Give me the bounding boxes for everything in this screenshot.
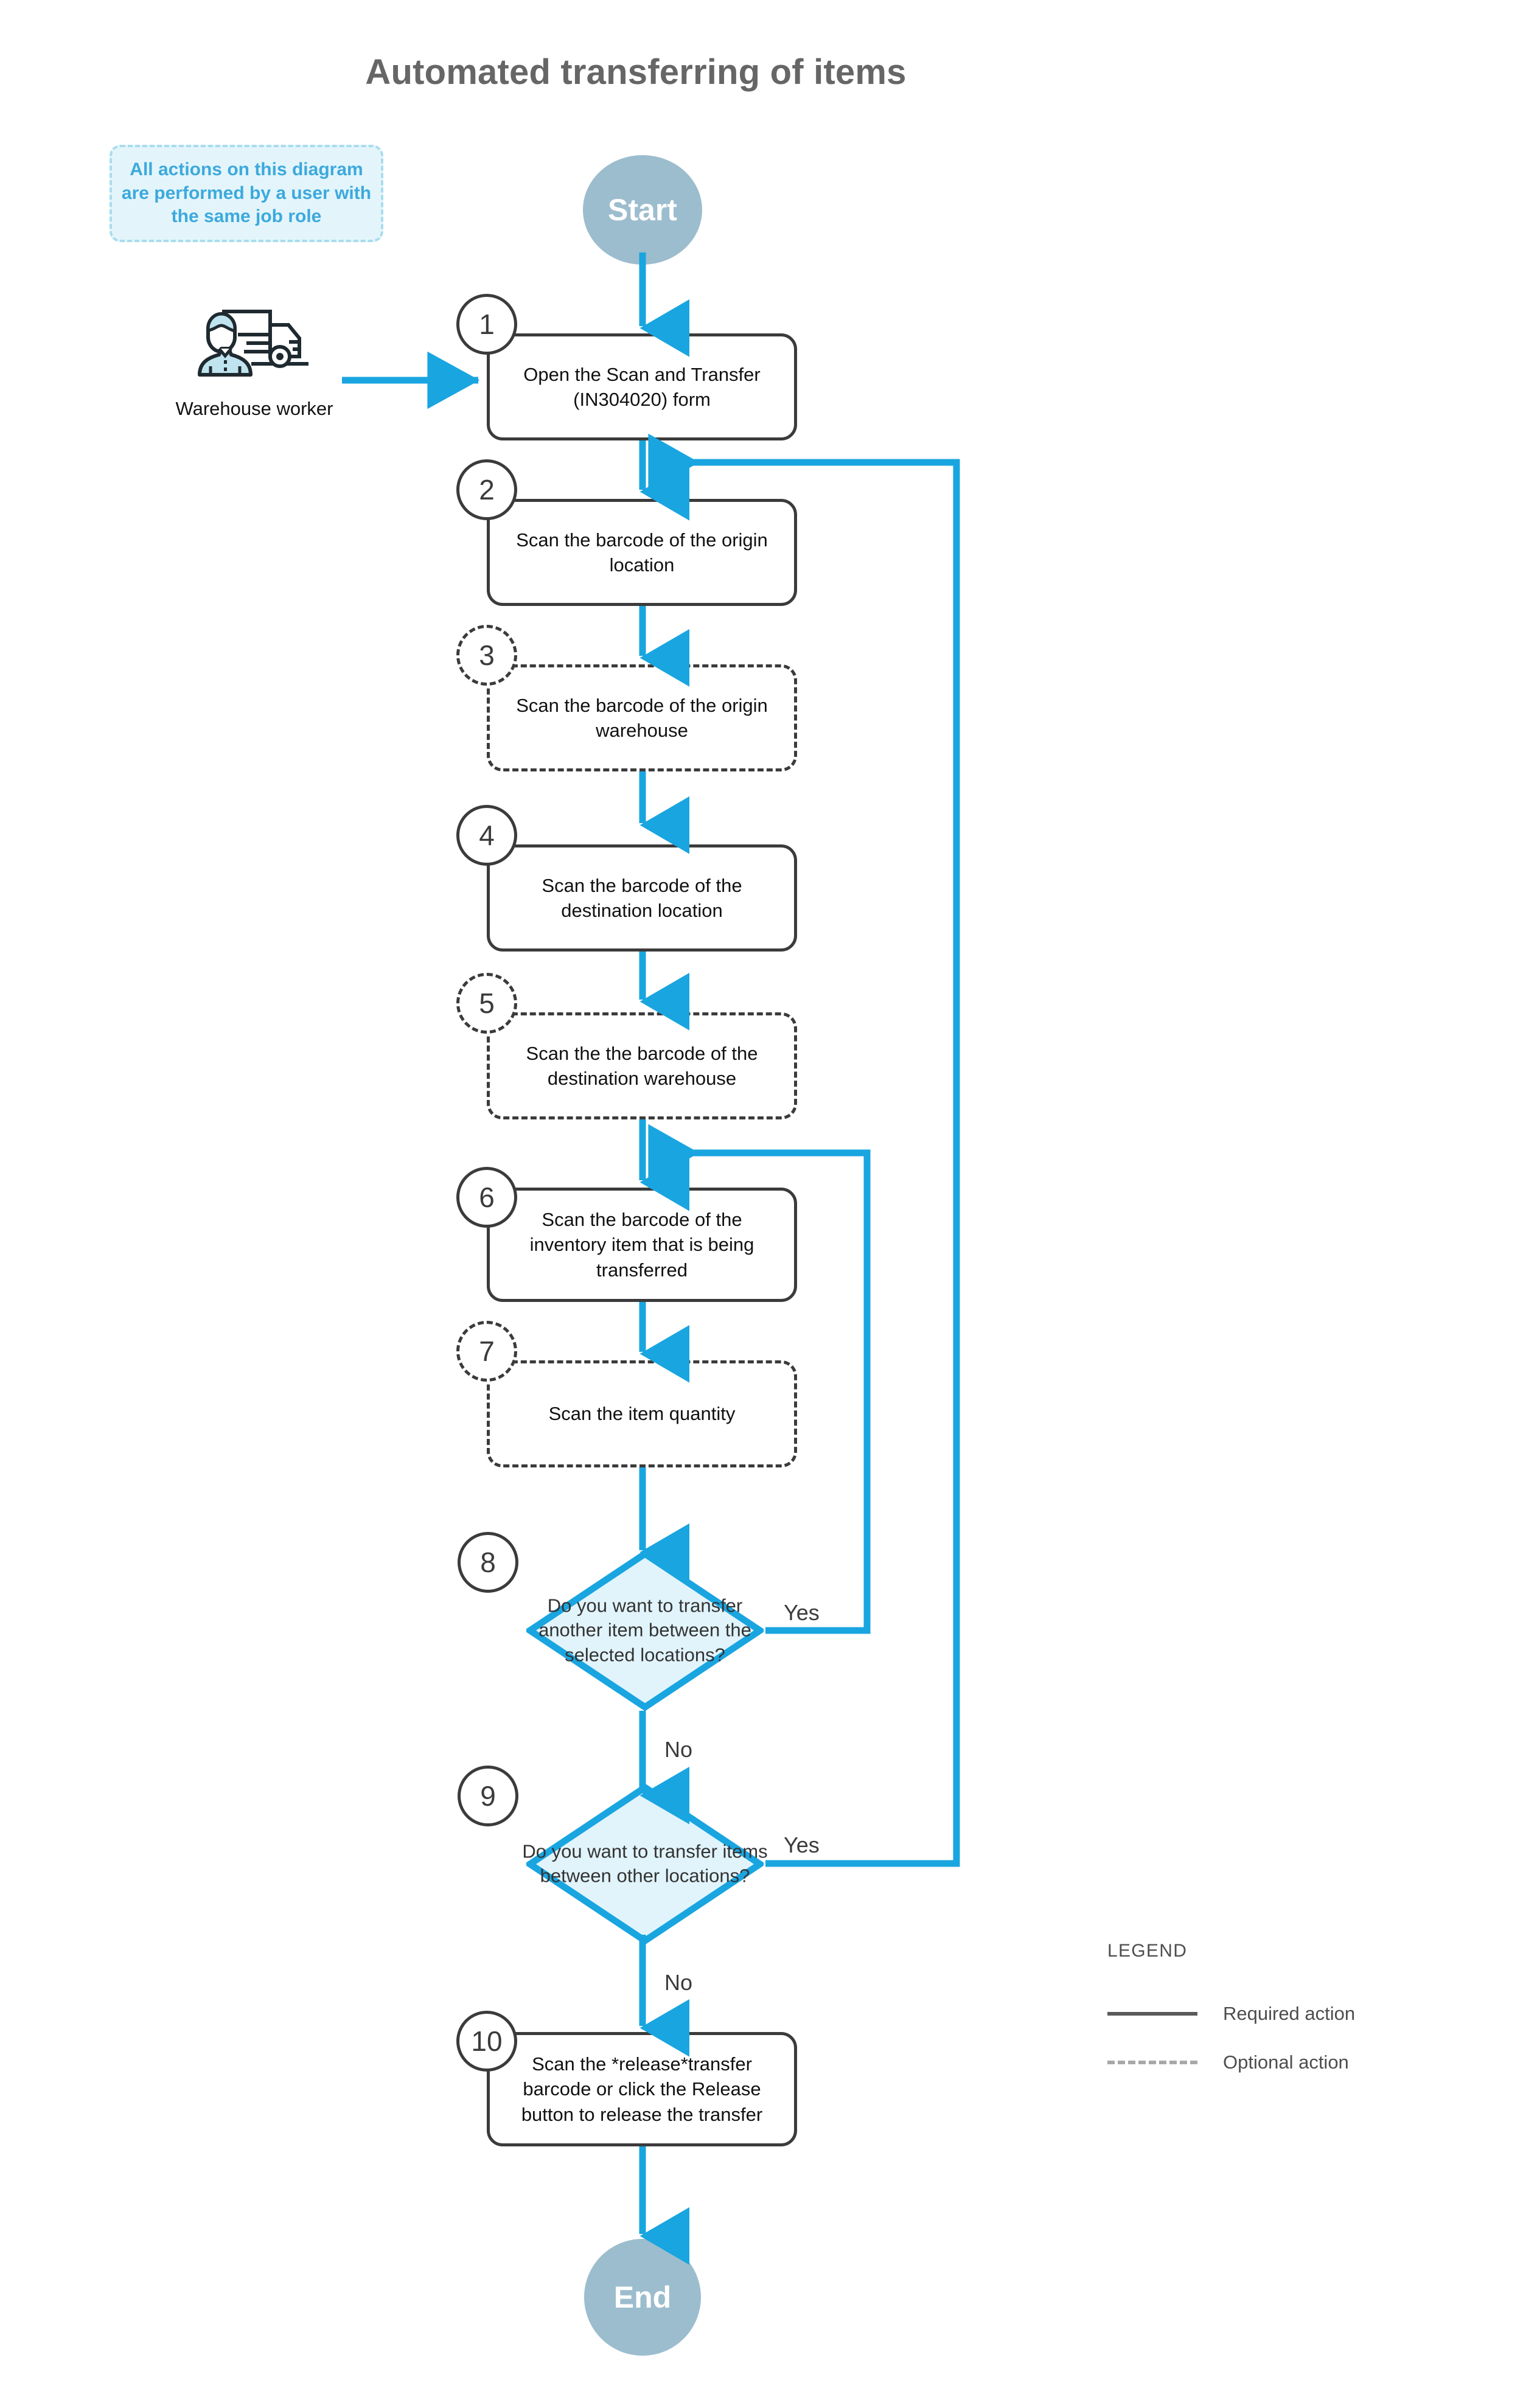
decision-9-yes-label: Yes — [784, 1832, 820, 1857]
legend-swatch-solid — [1107, 2012, 1197, 2016]
note-callout: All actions on this diagram are performe… — [110, 145, 383, 242]
legend-item-optional: Optional action — [1107, 2038, 1448, 2087]
decision-8-no-label: No — [664, 1737, 693, 1762]
decision-8-shape — [526, 1550, 764, 1711]
decision-9-no-label: No — [664, 1970, 693, 1995]
step-box-10[interactable]: Scan the *release*transfer barcode or cl… — [487, 2032, 797, 2146]
step-number-1: 1 — [456, 294, 517, 355]
note-text: All actions on this diagram are performe… — [121, 159, 372, 227]
actor-warehouse-worker: Warehouse worker — [169, 303, 340, 420]
step-box-6[interactable]: Scan the barcode of the inventory item t… — [487, 1188, 797, 1302]
decision-8-yes-label: Yes — [784, 1600, 820, 1625]
step-number-10: 10 — [456, 2011, 517, 2072]
step-box-7[interactable]: Scan the item quantity — [487, 1360, 797, 1467]
terminal-end: End — [584, 2239, 701, 2356]
actor-label: Warehouse worker — [175, 398, 333, 419]
legend-label-required: Required action — [1223, 2003, 1356, 2024]
step-box-5[interactable]: Scan the the barcode of the destination … — [487, 1012, 797, 1119]
step-number-2: 2 — [456, 459, 517, 520]
page-title: Automated transferring of items — [365, 52, 907, 92]
decision-9-shape — [526, 1784, 764, 1944]
decision-8[interactable]: Do you want to transfer another item bet… — [526, 1550, 764, 1711]
decision-9-text: Do you want to transfer items between ot… — [522, 1840, 768, 1887]
step-number-7: 7 — [456, 1321, 517, 1382]
legend-title: LEGEND — [1107, 1941, 1188, 1961]
decision-8-text: Do you want to transfer another item bet… — [538, 1595, 751, 1666]
step-number-5: 5 — [456, 973, 517, 1034]
legend-swatch-dashed — [1107, 2061, 1197, 2064]
step-box-1[interactable]: Open the Scan and Transfer (IN304020) fo… — [487, 333, 797, 440]
decision-9[interactable]: Do you want to transfer items between ot… — [522, 1784, 768, 1944]
decision-number-8: 8 — [458, 1532, 518, 1593]
warehouse-worker-icon — [198, 310, 308, 377]
legend-item-required: Required action — [1107, 1989, 1448, 2038]
step-box-2[interactable]: Scan the barcode of the origin location — [487, 499, 797, 606]
legend-label-optional: Optional action — [1223, 2051, 1349, 2073]
step-number-3: 3 — [456, 625, 517, 686]
step-number-6: 6 — [456, 1167, 517, 1228]
step-number-4: 4 — [456, 805, 517, 866]
legend: LEGEND Required action Optional action — [1107, 1941, 1448, 2087]
step-box-4[interactable]: Scan the barcode of the destination loca… — [487, 844, 797, 952]
terminal-start: Start — [583, 155, 702, 265]
step-box-3[interactable]: Scan the barcode of the origin warehouse — [487, 664, 797, 771]
decision-number-9: 9 — [458, 1766, 518, 1826]
